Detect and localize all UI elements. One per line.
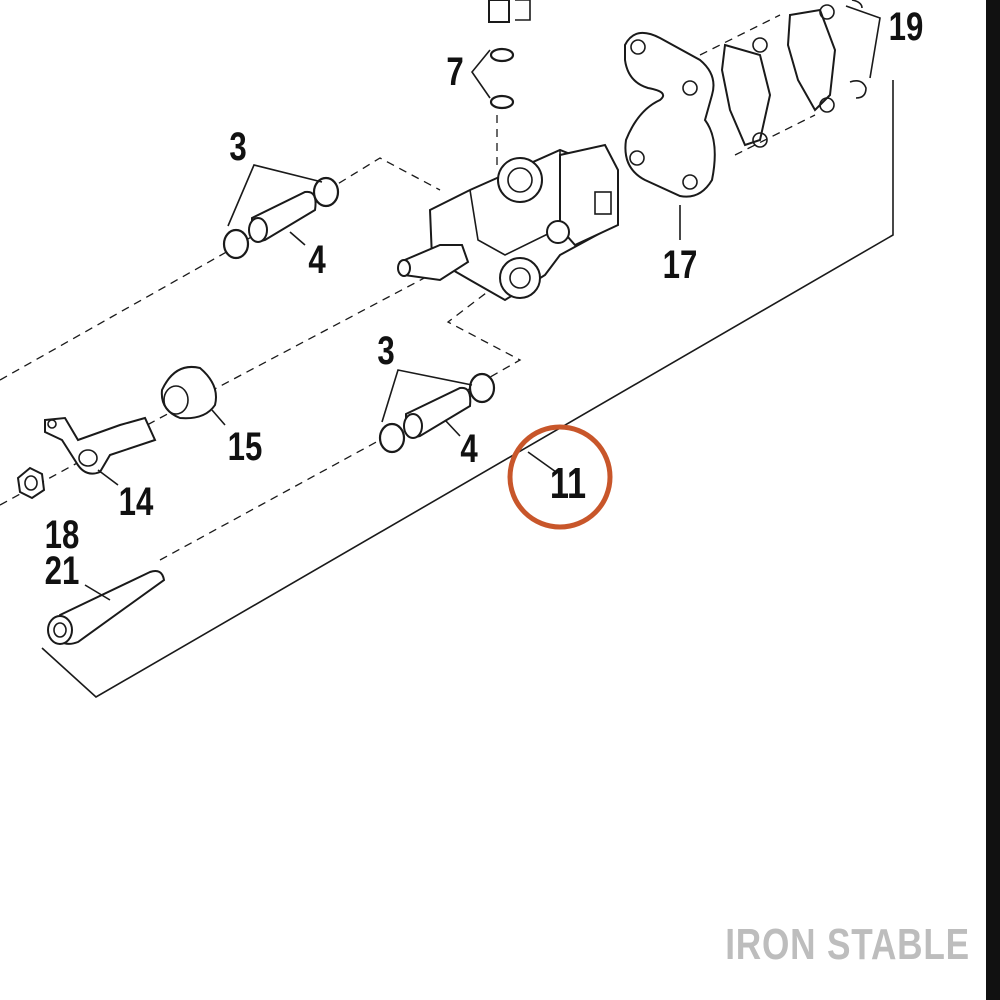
leader-3-top [227,164,323,227]
highlight-circle-11 [507,424,613,530]
leader-14 [97,469,119,486]
caliper-body [397,143,619,302]
nut-hole [24,475,38,491]
caliper-bracket [624,31,716,198]
dust-boot [160,366,217,420]
dashed-pad-top [699,14,781,56]
nut-body [16,466,46,500]
bracket-line-11 [41,80,894,698]
leader-19 [845,5,881,79]
callout-11: 11 [550,459,586,508]
leader-4-top [289,231,306,246]
caliper-boss-bottom [499,257,541,299]
caliper-shaft-tip [397,259,411,277]
upper-ring-right [312,176,340,208]
retaining-clip-lower [849,80,867,99]
bracket-plate [624,31,716,198]
bracket-hole-1 [630,39,646,55]
bleeder-fitting [488,0,531,110]
pad-pin-hole-1 [752,37,768,53]
caliper-slot [594,191,612,215]
leader-4-mid [444,419,461,437]
callout-17: 17 [663,242,698,287]
caliper-plug [546,220,570,244]
bracket-hole-3 [629,150,645,166]
caliper-boss-hole [507,167,533,193]
caliper-boss-bottom-hole [509,267,531,289]
lever-spline [78,449,98,467]
brake-pad-front [720,43,772,147]
boot-opening [163,385,189,415]
leader-lines [84,5,881,601]
bleeder-body [488,0,510,23]
middle-sleeve-end [403,413,423,439]
callout-18: 18 [45,512,80,557]
callout-19: 19 [889,4,924,49]
bleeder-bracket [515,0,531,21]
leader-3-mid [381,369,473,423]
dashed-axis-lower [159,289,522,561]
callout-4-top: 4 [308,237,325,282]
hex-nut [16,466,46,500]
caliper-boss-top [497,157,543,203]
callout-7: 7 [446,49,463,94]
fitting-washer-upper [489,47,515,63]
middle-ring-right [468,372,496,404]
callout-14: 14 [119,479,154,524]
callout-21: 21 [45,548,80,593]
watermark-text: IRON STABLE [725,920,970,969]
bracket-hole-4 [682,174,698,190]
middle-ring-left [378,422,406,454]
callout-3-mid: 3 [377,328,394,373]
dashed-axis-upper [0,157,441,381]
lever-arm [44,416,157,475]
brake-pads [720,0,867,148]
retaining-clip-upper [851,0,863,9]
right-edge-border [986,0,1000,1000]
upper-sleeve-end [248,217,268,243]
callout-15: 15 [228,424,263,469]
bolt-socket [53,622,67,638]
upper-ring-left [222,228,250,260]
caliper-shaft [398,244,470,282]
callout-4-mid: 4 [460,426,477,471]
lever-body [44,416,157,475]
leader-21 [84,584,111,601]
dashed-axis-middle [0,274,431,506]
lever-hole [47,419,57,429]
pad-pin-hole-3 [819,4,835,20]
dashed-pad-bottom [734,114,816,156]
pad-pin-hole-4 [819,97,835,113]
leader-15 [211,409,226,426]
callout-3-top: 3 [229,124,246,169]
brake-pad-rear [786,8,837,112]
callout-labels: 3 4 7 17 19 3 4 15 14 11 18 21 [45,4,924,593]
pad-pin-hole-2 [752,132,768,148]
boot-body [160,366,217,420]
caliper-bolt [47,570,166,645]
leader-11 [527,451,557,473]
bolt-head [47,615,73,645]
bracket-hole-2 [682,80,698,96]
fitting-washer-lower [489,94,515,110]
upper-pin-set [222,176,340,260]
leader-7 [470,49,491,99]
